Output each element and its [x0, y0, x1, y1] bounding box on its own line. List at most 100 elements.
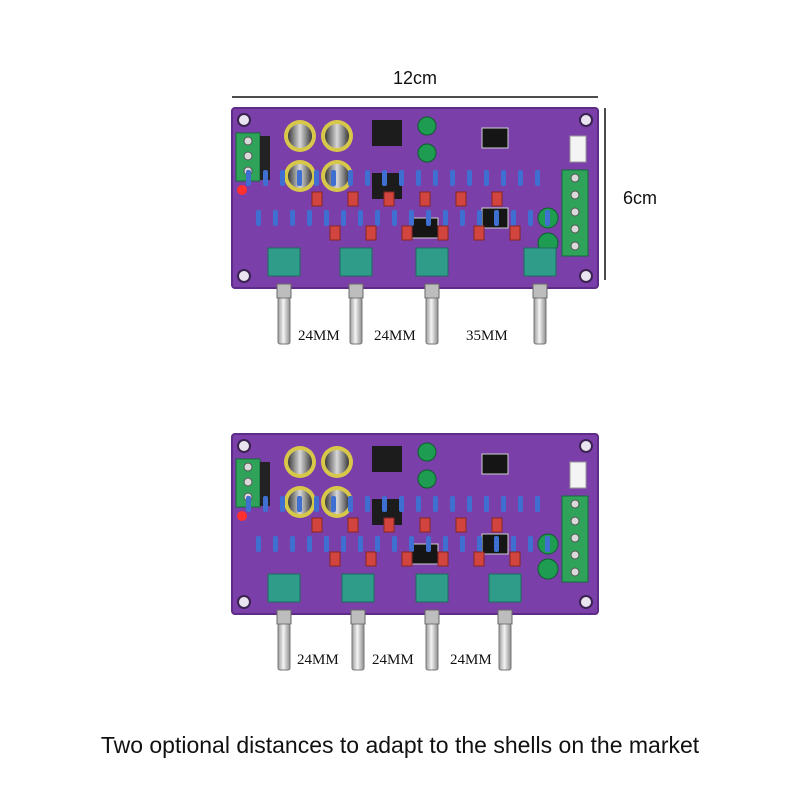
potentiometer-shaft	[351, 623, 365, 671]
op-amp-chip	[411, 543, 439, 565]
mounting-hole	[237, 269, 251, 283]
mounting-hole	[237, 439, 251, 453]
resistor	[535, 496, 540, 512]
connector-header	[569, 461, 587, 489]
resistor	[511, 536, 516, 552]
resistor	[365, 170, 370, 186]
electrolytic-cap-top	[325, 450, 349, 474]
small-capacitor	[417, 469, 437, 489]
resistor	[443, 536, 448, 552]
resistor	[246, 170, 251, 186]
resistor	[290, 210, 295, 226]
resistor	[518, 496, 523, 512]
terminal-screw	[570, 190, 580, 200]
terminal-screw	[570, 567, 580, 577]
resistor	[443, 210, 448, 226]
potentiometer-shaft	[533, 297, 547, 345]
film-capacitor	[509, 225, 521, 241]
heatsink-plate	[260, 136, 270, 180]
spacing-label-top-2: 24MM	[374, 328, 416, 344]
film-capacitor	[365, 225, 377, 241]
film-capacitor	[329, 225, 341, 241]
resistor	[409, 210, 414, 226]
electrolytic-cap-top	[325, 490, 349, 514]
resistor	[460, 210, 465, 226]
film-capacitor	[419, 191, 431, 207]
small-capacitor	[417, 442, 437, 462]
electrolytic-cap-top	[288, 124, 312, 148]
resistor	[545, 210, 550, 226]
potentiometer-nut	[276, 283, 292, 299]
led	[237, 185, 247, 195]
spacing-label-bottom-3: 24MM	[450, 652, 492, 668]
film-capacitor	[401, 551, 413, 567]
terminal-screw	[243, 477, 253, 487]
film-capacitor	[329, 551, 341, 567]
film-capacitor	[347, 191, 359, 207]
terminal-screw	[243, 151, 253, 161]
mounting-hole	[579, 269, 593, 283]
resistor	[477, 210, 482, 226]
resistor	[341, 536, 346, 552]
pcb-board-bottom	[231, 433, 599, 671]
film-capacitor	[365, 551, 377, 567]
film-capacitor	[419, 517, 431, 533]
resistor	[307, 210, 312, 226]
resistor	[528, 210, 533, 226]
resistor	[365, 496, 370, 512]
film-capacitor	[455, 517, 467, 533]
terminal-screw	[570, 516, 580, 526]
film-capacitor	[347, 517, 359, 533]
width-dimension-label: 12cm	[393, 68, 437, 88]
resistor	[382, 170, 387, 186]
resistor	[484, 170, 489, 186]
resistor	[501, 496, 506, 512]
op-amp-chip	[481, 453, 509, 475]
terminal-screw	[570, 224, 580, 234]
resistor	[450, 170, 455, 186]
resistor	[450, 496, 455, 512]
potentiometer-nut	[532, 283, 548, 299]
resistor	[409, 536, 414, 552]
film-capacitor	[311, 191, 323, 207]
resistor	[399, 496, 404, 512]
terminal-screw	[570, 533, 580, 543]
terminal-screw	[570, 550, 580, 560]
resistor	[392, 210, 397, 226]
potentiometer-nut	[348, 283, 364, 299]
film-capacitor	[401, 225, 413, 241]
led	[237, 511, 247, 521]
potentiometer-body	[523, 247, 557, 277]
potentiometer-shaft	[349, 297, 363, 345]
caption: Two optional distances to adapt to the s…	[100, 732, 700, 758]
resistor	[375, 536, 380, 552]
resistor	[511, 210, 516, 226]
voltage-regulator	[372, 446, 402, 472]
potentiometer-body	[415, 247, 449, 277]
potentiometer-shaft	[277, 297, 291, 345]
terminal-screw	[243, 136, 253, 146]
connector-header	[569, 135, 587, 163]
electrolytic-cap-top	[325, 164, 349, 188]
resistor	[528, 536, 533, 552]
resistor	[256, 536, 261, 552]
mounting-hole	[579, 113, 593, 127]
film-capacitor	[455, 191, 467, 207]
terminal-screw	[570, 499, 580, 509]
pcb-substrate	[231, 433, 599, 615]
potentiometer-shaft	[425, 623, 439, 671]
resistor	[518, 170, 523, 186]
resistor	[392, 536, 397, 552]
electrolytic-cap-top	[325, 124, 349, 148]
resistor	[263, 496, 268, 512]
resistor	[535, 170, 540, 186]
potentiometer-shaft	[277, 623, 291, 671]
film-capacitor	[509, 551, 521, 567]
resistor	[324, 536, 329, 552]
pcb-substrate	[231, 107, 599, 289]
electrolytic-cap-top	[288, 450, 312, 474]
film-capacitor	[491, 517, 503, 533]
small-capacitor	[537, 558, 559, 580]
mounting-hole	[237, 113, 251, 127]
